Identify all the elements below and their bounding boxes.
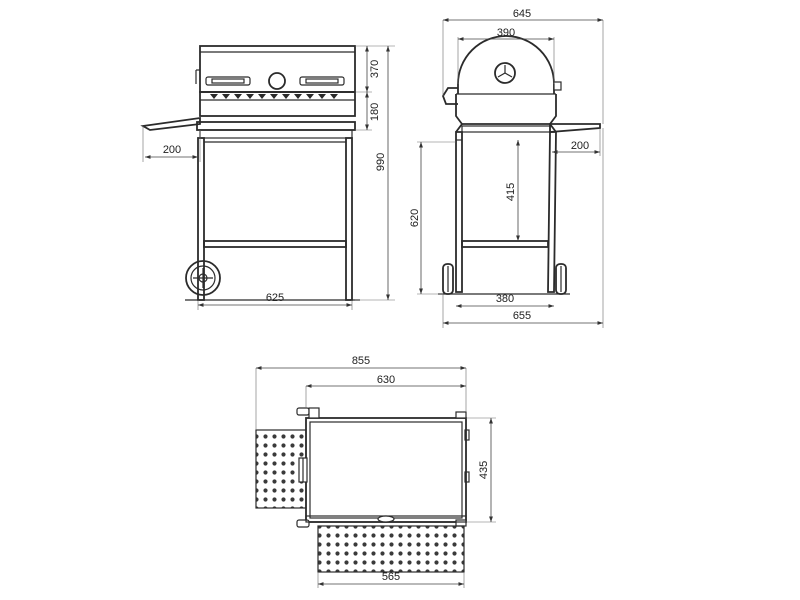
- top-knob-left-top: [296, 407, 310, 416]
- front-view: 990 370 180 200 625: [140, 45, 395, 310]
- dim-top-width-total: 855: [352, 355, 370, 367]
- side-leg-left: [455, 131, 463, 293]
- top-front-shelf: [318, 526, 464, 572]
- dim-front-width-cart: 625: [266, 292, 284, 304]
- dim-side-width-wheelbase: 380: [496, 293, 514, 305]
- top-knob-left-bottom: [296, 519, 310, 528]
- dim-top-width-front-shelf: 565: [382, 571, 400, 583]
- dim-top-width-body: 630: [377, 374, 395, 386]
- front-lower-rail: [203, 240, 347, 248]
- side-view: 645 390 200 620 415 380 655: [409, 8, 604, 328]
- front-grill-body: [199, 91, 356, 117]
- front-top-rail: [196, 121, 356, 131]
- dim-side-width-lid: 390: [497, 27, 515, 39]
- front-vent-row: [210, 94, 338, 99]
- dim-side-height-leg: 620: [409, 209, 421, 227]
- side-thermometer: [494, 62, 516, 84]
- front-leg-right: [345, 137, 353, 301]
- top-view: 855 630 435 565: [255, 355, 496, 588]
- side-dome-lid: [457, 35, 555, 94]
- dim-side-width-shelf: 200: [571, 140, 589, 152]
- dim-side-height-rail: 415: [505, 183, 517, 201]
- side-leg-right: [547, 131, 557, 293]
- dim-front-height-total: 990: [375, 153, 387, 171]
- side-knob: [553, 81, 562, 91]
- front-side-shelf: [140, 116, 201, 131]
- top-front-handle: [377, 515, 395, 523]
- front-thermometer: [268, 72, 286, 90]
- dim-front-width-shelf: 200: [163, 144, 181, 156]
- top-grill-body: [305, 417, 467, 523]
- front-wheel: [185, 260, 221, 296]
- dim-front-height-lid: 370: [369, 60, 381, 78]
- dim-top-depth-body: 435: [478, 461, 490, 479]
- top-left-shelf: [256, 430, 306, 508]
- dim-side-depth-total: 655: [513, 310, 531, 322]
- side-lower-rail: [461, 240, 549, 248]
- dim-side-width-total: 645: [513, 8, 531, 20]
- side-grill-body: [455, 94, 557, 125]
- side-shelf: [549, 123, 601, 133]
- dim-front-height-rail: 180: [369, 103, 381, 121]
